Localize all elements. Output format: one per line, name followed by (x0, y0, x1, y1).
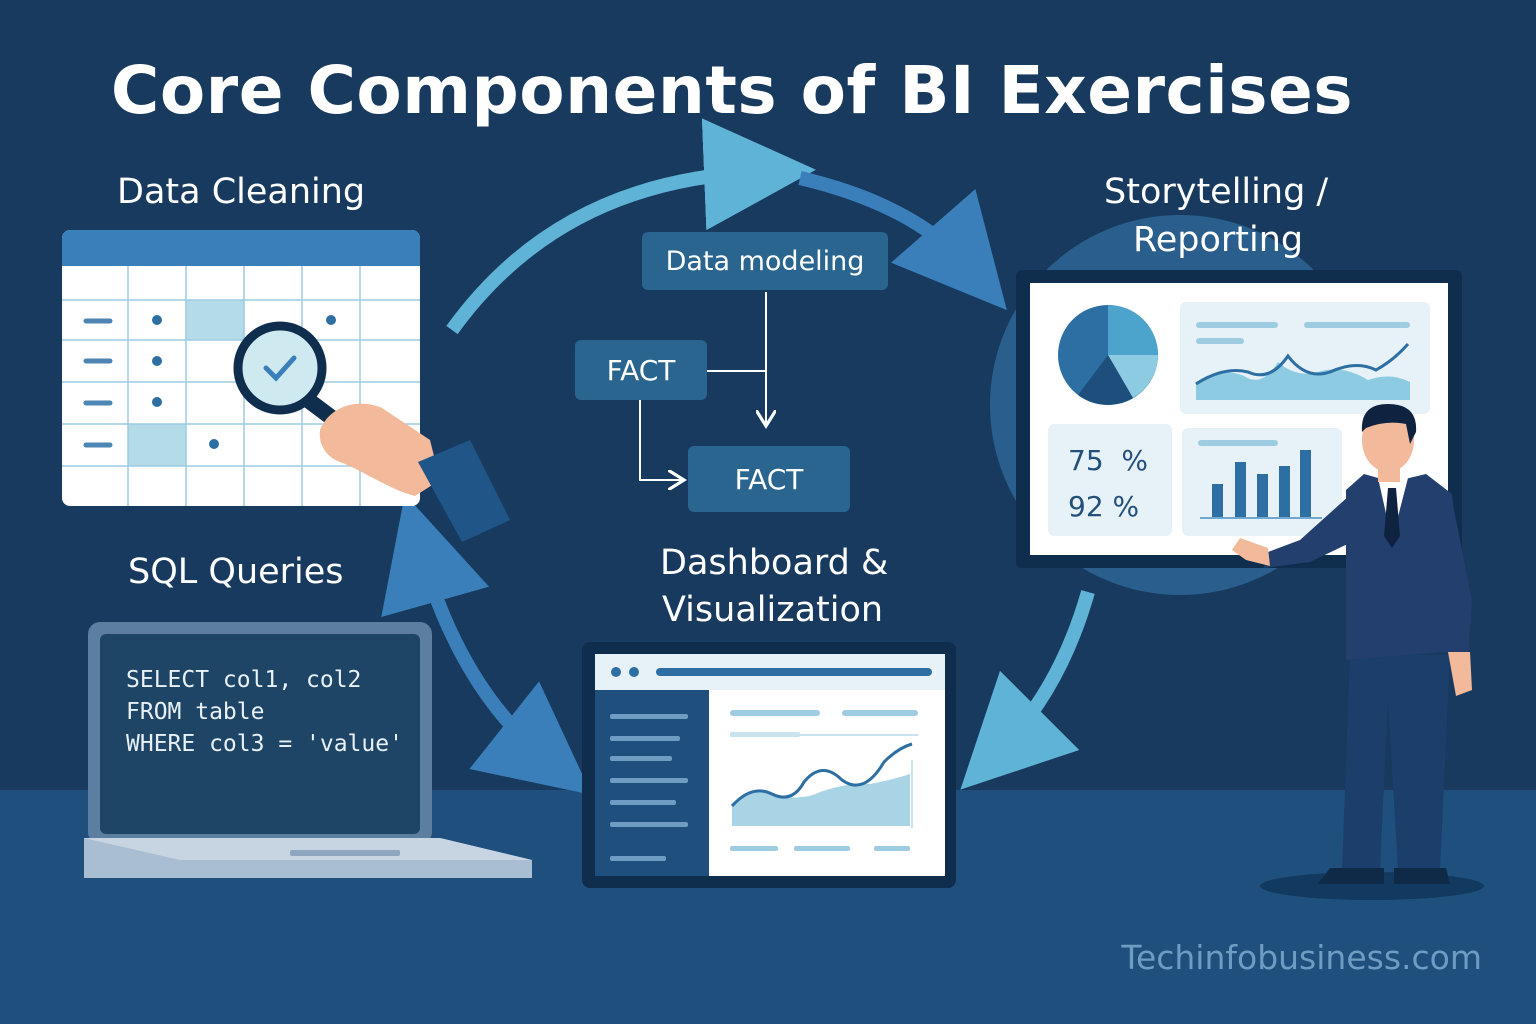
arrow-modeling-to-reporting (798, 171, 1007, 311)
arrow-cleaning-to-modeling (446, 118, 816, 335)
label-dashboard-line1: Dashboard & (660, 543, 889, 583)
model-connectors (639, 292, 766, 480)
data-modeling-label: Data modeling (665, 245, 865, 277)
business-presenter (1232, 404, 1484, 900)
fact-box-top: FACT (575, 340, 707, 400)
sql-line-2: FROM table (126, 699, 265, 725)
footer-site-name: Techinfobusiness.com (1121, 938, 1482, 977)
arrow-sql-dashboard (381, 494, 592, 795)
label-dashboard-line2: Visualization (662, 590, 884, 630)
kpi-value-2: 92 % (1068, 490, 1140, 523)
page-title: Core Components of BI Exercises (110, 52, 1354, 129)
fact-label-bottom: FACT (734, 462, 804, 496)
hand-icon (319, 403, 510, 542)
label-storytelling-line1: Storytelling / (1104, 172, 1329, 212)
label-data-cleaning: Data Cleaning (117, 172, 366, 212)
dashboard-window (582, 642, 956, 888)
sql-line-3: WHERE col3 = 'value' (126, 731, 403, 757)
arrow-reporting-to-dashboard (960, 590, 1095, 790)
label-storytelling-line2: Reporting (1133, 220, 1304, 260)
data-modeling-box: Data modeling (642, 232, 888, 290)
report-board (990, 215, 1462, 595)
label-sql-queries: SQL Queries (128, 552, 344, 592)
sql-line-1: SELECT col1, col2 (126, 667, 362, 693)
fact-box-bottom: FACT (688, 446, 850, 512)
laptop-icon (84, 622, 532, 878)
kpi-value-1: 75 % (1068, 444, 1149, 477)
fact-label-top: FACT (606, 353, 676, 387)
